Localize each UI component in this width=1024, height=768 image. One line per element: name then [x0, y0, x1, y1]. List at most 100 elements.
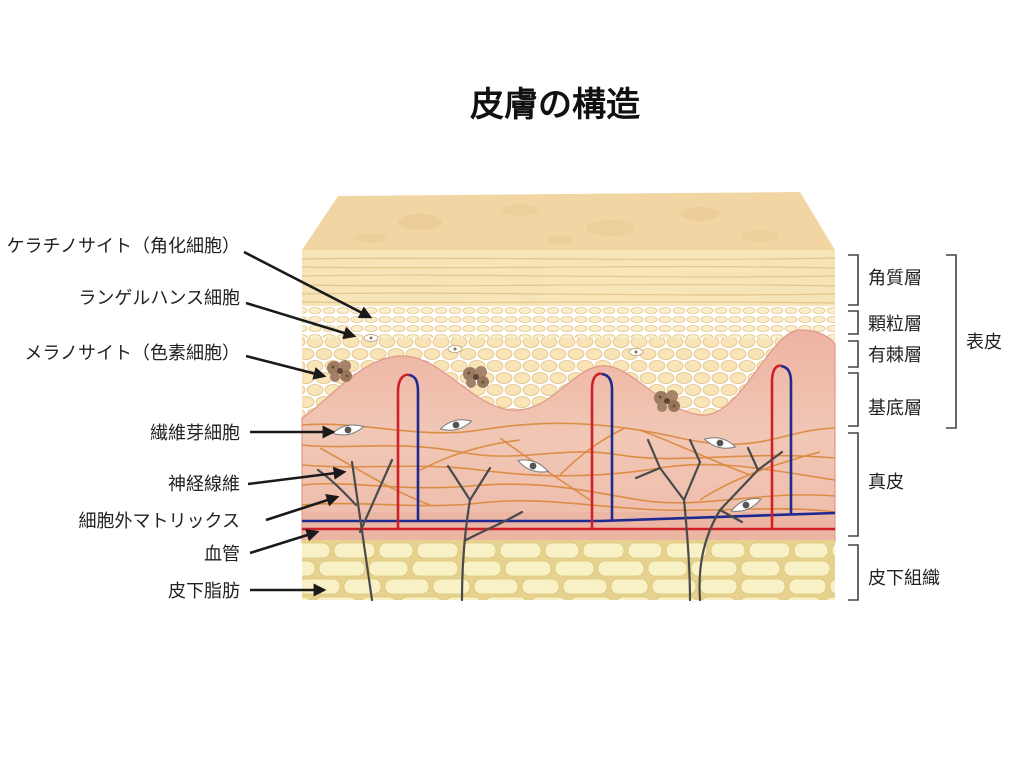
matrix-fiber	[301, 500, 836, 513]
fat-cell	[740, 596, 782, 600]
fat-cell	[748, 542, 791, 559]
fat-cell	[570, 596, 612, 600]
fibroblast	[517, 459, 549, 473]
fat-cell	[521, 578, 560, 595]
arrow-langerhans-cell	[245, 301, 357, 340]
label-stratum-granulosum: 顆粒層	[868, 314, 922, 335]
bracket-subcutaneous-tissue	[848, 544, 859, 601]
nerve-fiber	[460, 466, 492, 602]
fat-cell	[825, 596, 835, 600]
nerve-fiber	[464, 510, 524, 542]
capillary-vein	[601, 372, 614, 521]
nerve-fiber	[446, 464, 472, 502]
fat-cell	[597, 560, 645, 577]
label-keratinocyte: ケラチノサイト（角化細胞）	[7, 236, 240, 257]
fat-cell	[562, 578, 608, 595]
arrow-melanocyte	[245, 354, 327, 380]
matrix-fiber	[419, 439, 521, 471]
fat-cell	[361, 596, 396, 600]
bracket-stratum-spinosum	[848, 340, 859, 368]
capillary-artery	[396, 373, 410, 529]
stratum-granulosum	[302, 306, 835, 338]
fat-cell	[302, 560, 316, 577]
fat-cell	[446, 596, 481, 600]
arrow-keratinocyte	[243, 250, 373, 319]
melanocyte	[327, 360, 352, 382]
fat-cell	[504, 560, 552, 577]
fat-cell	[544, 542, 580, 559]
stratum-corneum	[301, 250, 836, 306]
blood-vessels	[302, 364, 836, 531]
fibroblasts	[331, 419, 762, 512]
fibroblast	[730, 498, 762, 512]
nerve-fiber	[746, 446, 760, 472]
fat-cell	[343, 578, 382, 595]
diagram-title: 皮膚の構造	[470, 85, 640, 125]
label-blood-vessel: 血管	[204, 544, 240, 565]
label-fibroblast: 繊維芽細胞	[150, 423, 240, 444]
fat-cell	[610, 578, 649, 595]
label-dermis: 真皮	[868, 472, 904, 493]
capillary-vein	[408, 373, 420, 521]
fat-cell	[647, 560, 688, 577]
label-stratum-corneum: 角質層	[868, 268, 922, 289]
nerve-fibers	[316, 438, 784, 602]
arrow-nerve-fiber	[247, 466, 347, 486]
fibroblast	[331, 424, 365, 436]
fat-cell	[710, 542, 746, 559]
label-subcutaneous-tissue: 皮下組織	[868, 568, 940, 589]
fibroblast	[703, 437, 737, 449]
bracket-stratum-basale	[848, 372, 859, 427]
fat-cell	[400, 596, 442, 600]
fat-cell	[378, 542, 414, 559]
label-stratum-spinosum: 有棘層	[868, 345, 922, 366]
matrix-fiber	[301, 444, 836, 460]
fat-cell	[783, 560, 831, 577]
arrow-blood-vessel	[249, 528, 320, 555]
matrix-fiber	[301, 422, 836, 446]
bracket-stratum-corneum	[848, 254, 859, 306]
fat-cell	[740, 578, 786, 595]
fat-cell	[333, 542, 376, 559]
nerve-fiber	[718, 508, 744, 524]
fat-cell	[499, 542, 542, 559]
capillary-artery	[590, 372, 603, 529]
nerve-fiber	[634, 466, 662, 480]
dermis	[301, 329, 836, 543]
fat-cell	[302, 542, 331, 559]
vein	[302, 511, 836, 523]
label-nerve-fiber: 神経線維	[168, 474, 240, 495]
melanocyte	[463, 366, 489, 388]
left-labels: ケラチノサイト（角化細胞） ランゲルハンス細胞 メラノサイト（色素細胞） 繊維芽…	[7, 236, 240, 602]
skin-block	[301, 192, 836, 602]
matrix-fiber	[559, 427, 626, 476]
fat-cell	[701, 596, 736, 600]
bracket-epidermis	[946, 254, 957, 429]
nerve-fiber	[316, 468, 358, 507]
fat-cell	[616, 596, 651, 600]
melanocyte	[654, 390, 680, 412]
fat-cell	[829, 578, 835, 595]
bracket-dermis	[848, 432, 859, 537]
subcutaneous-fat	[302, 540, 835, 600]
fat-cell	[461, 542, 497, 559]
fat-cell	[655, 596, 697, 600]
langerhans-cell	[628, 348, 644, 356]
label-extracellular-matrix: 細胞外マトリックス	[79, 511, 240, 532]
fat-cell	[531, 596, 566, 600]
fat-cell	[582, 542, 625, 559]
matrix-fiber	[699, 451, 821, 501]
label-langerhans-cell: ランゲルハンス細胞	[78, 288, 240, 309]
fat-cell	[318, 560, 366, 577]
fat-cell	[786, 596, 821, 600]
fat-cell	[831, 543, 835, 558]
fat-cell	[368, 560, 409, 577]
nerve-fiber	[682, 438, 702, 502]
capillary-artery	[770, 364, 782, 529]
fat-cell	[315, 596, 357, 600]
skin-surface	[302, 192, 835, 250]
fat-cell	[485, 596, 527, 600]
fat-cell	[461, 560, 502, 577]
fibroblast	[439, 419, 473, 431]
